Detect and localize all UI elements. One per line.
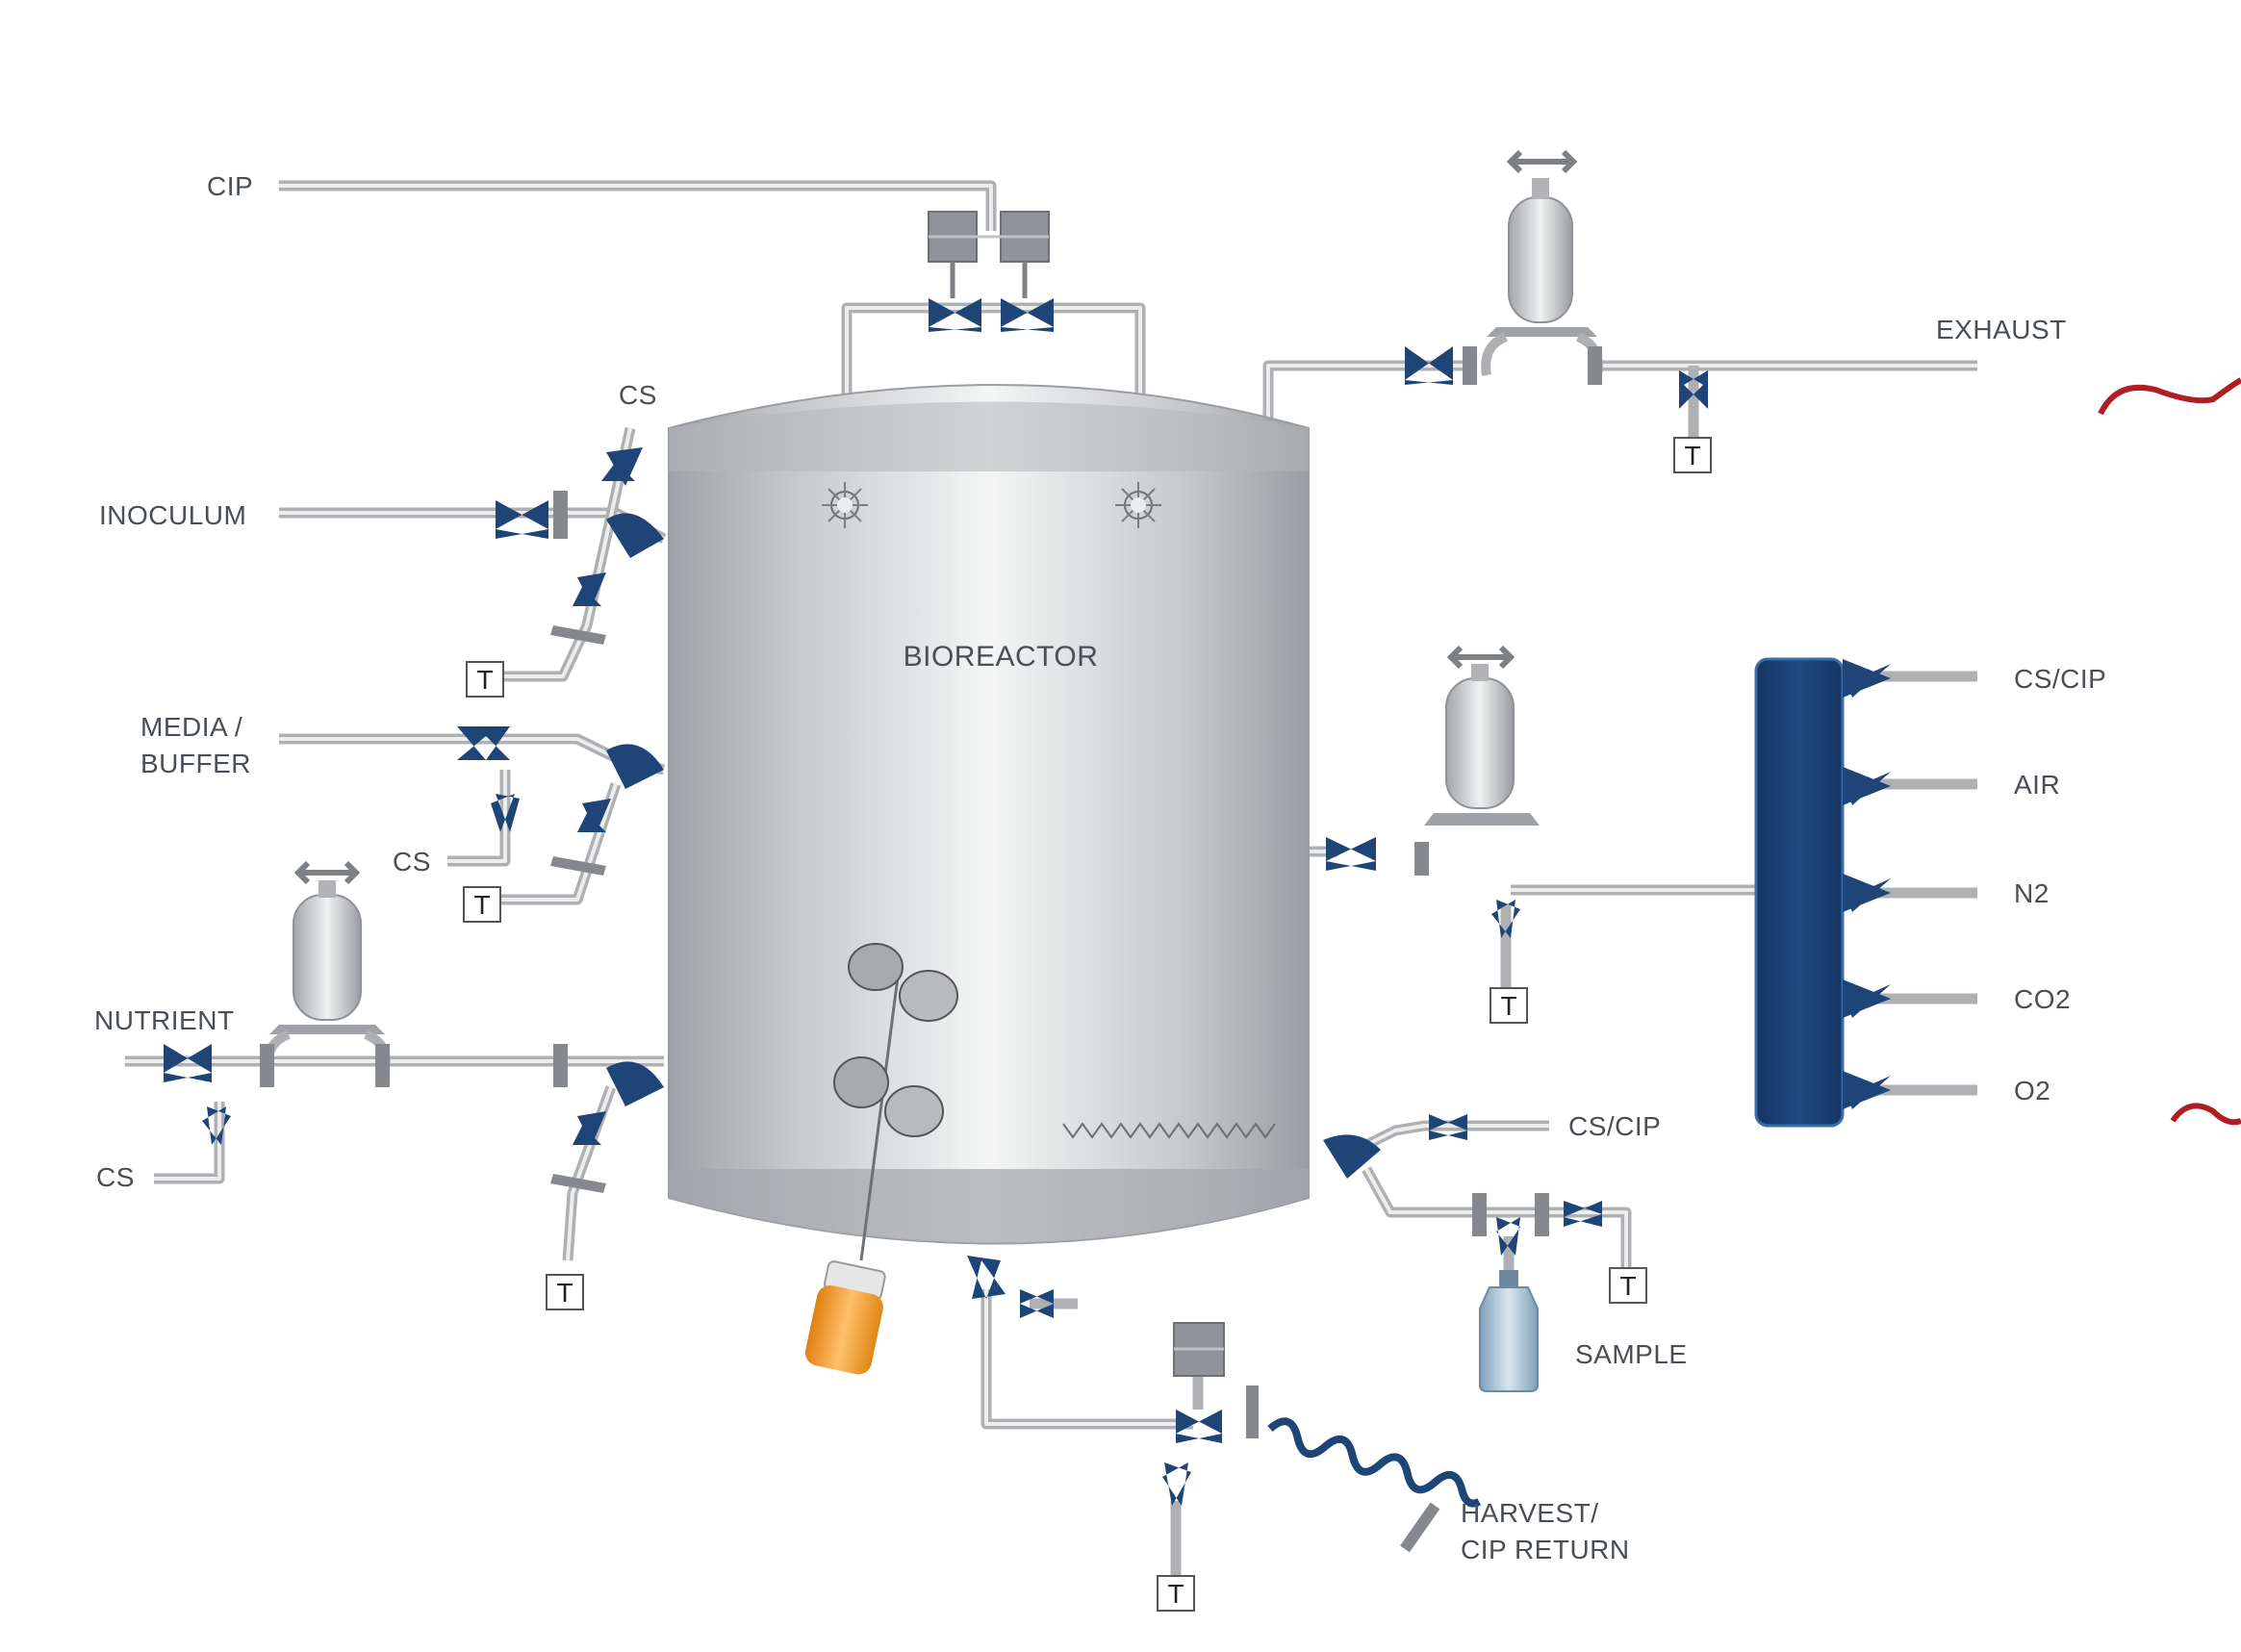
actuator-icon [1173,1322,1225,1377]
diaphragm-valve-icon[interactable] [1491,900,1520,938]
media-label-line2: BUFFER [140,749,251,778]
impeller-icon [833,943,958,1261]
sterile-filter-icon [1481,149,1603,376]
air-label: AIR [2014,770,2060,800]
bioreactor-label: BIOREACTOR [904,641,1099,673]
temperature-sensor-icon: T [546,1274,584,1310]
temperature-sensor-icon: T [1609,1267,1647,1304]
diaphragm-valve-icon[interactable] [1405,346,1453,385]
o2-label: O2 [2014,1076,2050,1106]
sample-bottle-icon [1479,1270,1539,1392]
media-label-line1: MEDIA / [140,712,242,742]
svg-text:T: T [1500,991,1516,1021]
harvest-label-line1: HARVEST/ [1461,1498,1599,1528]
diaphragm-valve-icon[interactable] [1162,1462,1191,1506]
temperature-sensor-icon: T [463,886,501,923]
sterile-filter-icon [264,860,391,1069]
diaphragm-valve-icon[interactable] [967,1256,1006,1299]
cs-cip-manifold-label: CS/CIP [2014,664,2106,694]
svg-text:T: T [1167,1579,1184,1609]
diaphragm-valve-icon[interactable] [1843,659,1891,698]
svg-text:T: T [556,1278,573,1308]
actuator-icon [928,211,1050,298]
diaphragm-valve-icon[interactable] [577,799,611,832]
cs-media-label: CS [393,847,431,877]
clamp-fittings [260,346,1602,1438]
diaphragm-valve-icon[interactable] [601,447,643,486]
diaphragm-valve-icon[interactable] [202,1106,231,1145]
co2-label: CO2 [2014,984,2071,1014]
sterile-filter-icon [1424,645,1540,826]
diaphragm-valve-icon[interactable] [1843,979,1891,1018]
temperature-sensor-icon: T [1157,1575,1195,1612]
diaphragm-valve-icon[interactable] [496,500,548,539]
diaphragm-valve-icon[interactable] [1679,370,1708,409]
svg-text:T: T [476,665,493,695]
nutrient-label: NUTRIENT [94,1005,235,1035]
diaphragm-valve-icon[interactable] [1843,1071,1891,1109]
diaphragm-valve-icon[interactable] [1326,837,1376,871]
svg-text:T: T [1619,1271,1636,1301]
hose-end-icon [1400,1502,1440,1553]
sample-label: SAMPLE [1575,1339,1688,1369]
diaphragm-valve-icon[interactable] [929,298,981,332]
diaphragm-valve-icon[interactable] [573,572,606,606]
spray-ball-icon [822,482,868,528]
diaphragm-valve-icon[interactable] [1843,767,1891,805]
cs-nutrient-label: CS [96,1162,135,1192]
inoculum-label: INOCULUM [99,500,246,530]
bioreactor-vessel: BIOREACTOR [668,384,1310,1261]
temperature-sensor-icon: T [466,661,504,698]
svg-text:T: T [473,890,490,920]
diaphragm-valve-icon[interactable] [606,513,664,558]
exhaust-label: EXHAUST [1936,315,2067,344]
sparger-icon [1062,1122,1276,1139]
cs-cip-sample-label: CS/CIP [1568,1111,1661,1141]
diaphragm-valve-icon[interactable] [457,726,510,760]
flexible-hose-icon [1267,1417,1482,1508]
diaphragm-valve-icon[interactable] [1001,298,1054,332]
diaphragm-valve-icon[interactable] [1429,1114,1467,1140]
diaphragm-valve-icon[interactable] [164,1044,212,1082]
diaphragm-valve-icon[interactable] [1564,1201,1602,1227]
cip-label: CIP [207,171,253,201]
diaphragm-valve-icon[interactable] [1176,1410,1222,1443]
diaphragm-valve-icon[interactable] [1323,1134,1381,1179]
diaphragm-valve-icon[interactable] [1020,1289,1054,1318]
harvest-label-line2: CIP RETURN [1461,1535,1630,1564]
cs-label: CS [619,380,657,410]
motor-bottle-icon [804,1260,886,1375]
diaphragm-valve-icon[interactable] [1843,874,1891,912]
diaphragm-valve-icon[interactable] [491,794,520,832]
svg-text:T: T [1684,441,1700,470]
diaphragm-valve-icon[interactable] [606,744,664,789]
gas-manifold [1754,657,1845,1128]
diaphragm-valve-icon[interactable] [1496,1217,1520,1256]
temperature-sensor-icon: T [1673,437,1712,473]
annotation-squiggle [2098,377,2241,416]
diaphragm-valve-icon[interactable] [606,1061,664,1106]
spray-ball-icon [1115,482,1161,528]
n2-label: N2 [2014,878,2050,908]
temperature-sensor-icon: T [1490,987,1528,1024]
annotation-squiggle [2170,1103,2241,1126]
diaphragm-valve-icon[interactable] [573,1111,606,1145]
